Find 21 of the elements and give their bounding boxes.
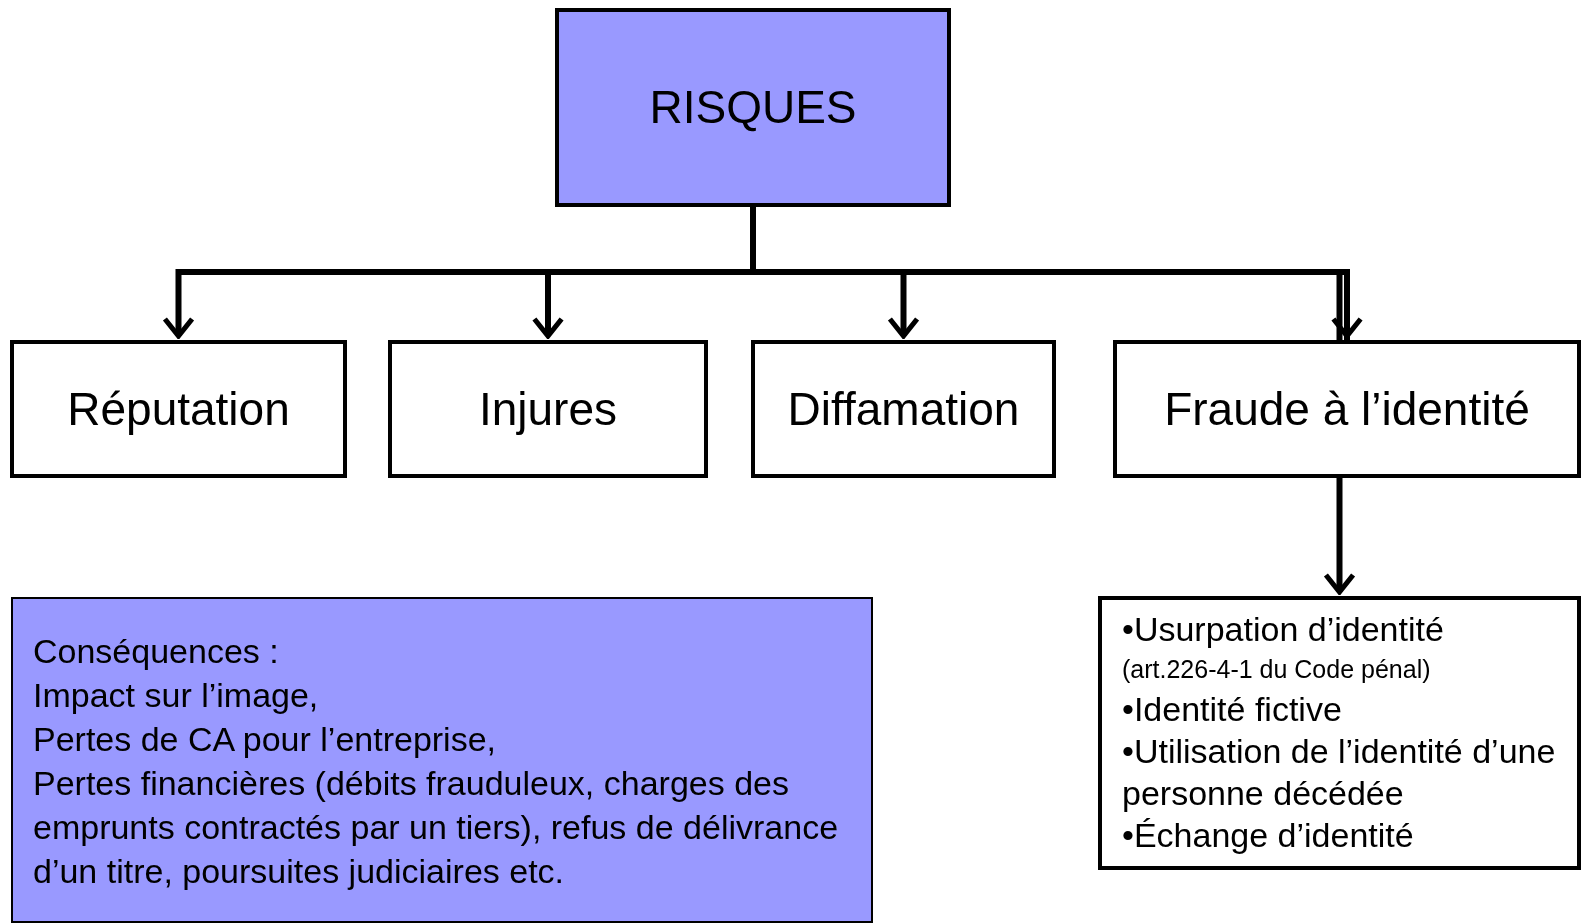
list-item: •Utilisation de l’identité d’une personne décédée: [1122, 731, 1557, 814]
title-text: RISQUES: [649, 82, 857, 133]
list-box: [1098, 596, 1581, 870]
note-heading: Conséquences :: [33, 631, 279, 672]
category-label: Réputation: [67, 383, 290, 435]
category-label: Fraude à l’identité: [1164, 383, 1530, 435]
category-box: [1113, 340, 1581, 478]
category-label: Diffamation: [787, 383, 1020, 435]
category-label: Injures: [478, 383, 618, 435]
title-box: [555, 8, 951, 207]
reference-note: (art.226-4-1 du Code pénal): [1122, 654, 1431, 685]
list-item: •Usurpation d’identité: [1122, 609, 1444, 650]
note-text: Pertes de CA pour l’entreprise,: [33, 719, 497, 760]
category-box: [388, 340, 708, 478]
category-box: [751, 340, 1056, 478]
list-item: •Identité fictive: [1122, 689, 1342, 730]
list-item: •Échange d’identité: [1122, 815, 1414, 856]
category-box: [10, 340, 347, 478]
note-text: Pertes financières (débits frauduleux, charges des emprunts contractés par un tiers), refus de délivrance d’un titre, poursuites judiciaires etc.: [33, 763, 840, 892]
note-text: Impact sur l’image,: [33, 675, 319, 716]
note-box: [11, 597, 873, 923]
